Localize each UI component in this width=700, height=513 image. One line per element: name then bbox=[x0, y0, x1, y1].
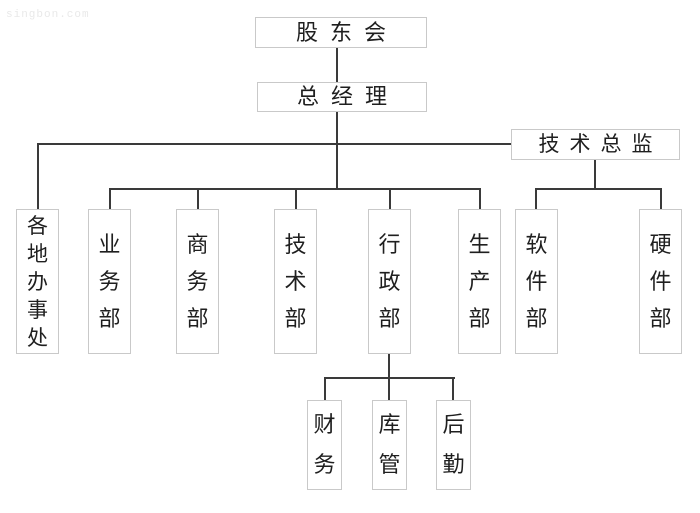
node-offices: 各地办事处 bbox=[16, 209, 59, 354]
node-tech-director-label: 技术总监 bbox=[538, 132, 663, 156]
connector-shareholders-gm bbox=[336, 48, 338, 82]
node-commerce-label: 商务部 bbox=[186, 232, 209, 331]
node-finance-label: 财务 bbox=[313, 412, 336, 477]
node-software: 软件部 bbox=[515, 209, 558, 354]
connector-bus-techdirector bbox=[535, 188, 662, 190]
node-warehouse: 库管 bbox=[372, 400, 407, 490]
node-production-label: 生产部 bbox=[468, 232, 491, 331]
node-production: 生产部 bbox=[458, 209, 501, 354]
connector-gm-stem bbox=[336, 112, 338, 190]
node-logistics-label: 后勤 bbox=[442, 412, 465, 477]
node-warehouse-label: 库管 bbox=[378, 412, 401, 477]
connector-drop-commerce bbox=[197, 188, 199, 209]
node-tech-director: 技术总监 bbox=[511, 129, 680, 160]
node-technology-label: 技术部 bbox=[284, 232, 307, 331]
node-shareholders-label: 股东会 bbox=[295, 19, 398, 45]
connector-drop-technology bbox=[295, 188, 297, 209]
node-admin-label: 行政部 bbox=[378, 232, 401, 331]
connector-drop-offices bbox=[37, 143, 39, 209]
connector-drop-hardware bbox=[660, 188, 662, 209]
node-commerce: 商务部 bbox=[176, 209, 219, 354]
connector-drop-finance bbox=[324, 377, 326, 400]
connector-drop-production bbox=[479, 188, 481, 209]
node-business: 业务部 bbox=[88, 209, 131, 354]
connector-drop-business bbox=[109, 188, 111, 209]
connector-drop-software bbox=[535, 188, 537, 209]
connector-bus-admin bbox=[324, 377, 455, 379]
node-shareholders: 股东会 bbox=[255, 17, 427, 48]
connector-techdirector-stem bbox=[594, 160, 596, 190]
node-logistics: 后勤 bbox=[436, 400, 471, 490]
node-business-label: 业务部 bbox=[98, 232, 121, 331]
node-general-manager-label: 总经理 bbox=[296, 84, 399, 109]
node-admin: 行政部 bbox=[368, 209, 411, 354]
node-software-label: 软件部 bbox=[525, 232, 548, 331]
connector-bus-upper bbox=[37, 143, 511, 145]
watermark-text: singbon.com bbox=[6, 9, 90, 21]
node-hardware: 硬件部 bbox=[639, 209, 682, 354]
node-technology: 技术部 bbox=[274, 209, 317, 354]
node-hardware-label: 硬件部 bbox=[649, 232, 672, 331]
node-finance: 财务 bbox=[307, 400, 342, 490]
node-general-manager: 总经理 bbox=[257, 82, 427, 112]
node-offices-label: 各地办事处 bbox=[27, 213, 48, 350]
connector-drop-logistics bbox=[452, 377, 454, 400]
connector-drop-admin bbox=[389, 188, 391, 209]
